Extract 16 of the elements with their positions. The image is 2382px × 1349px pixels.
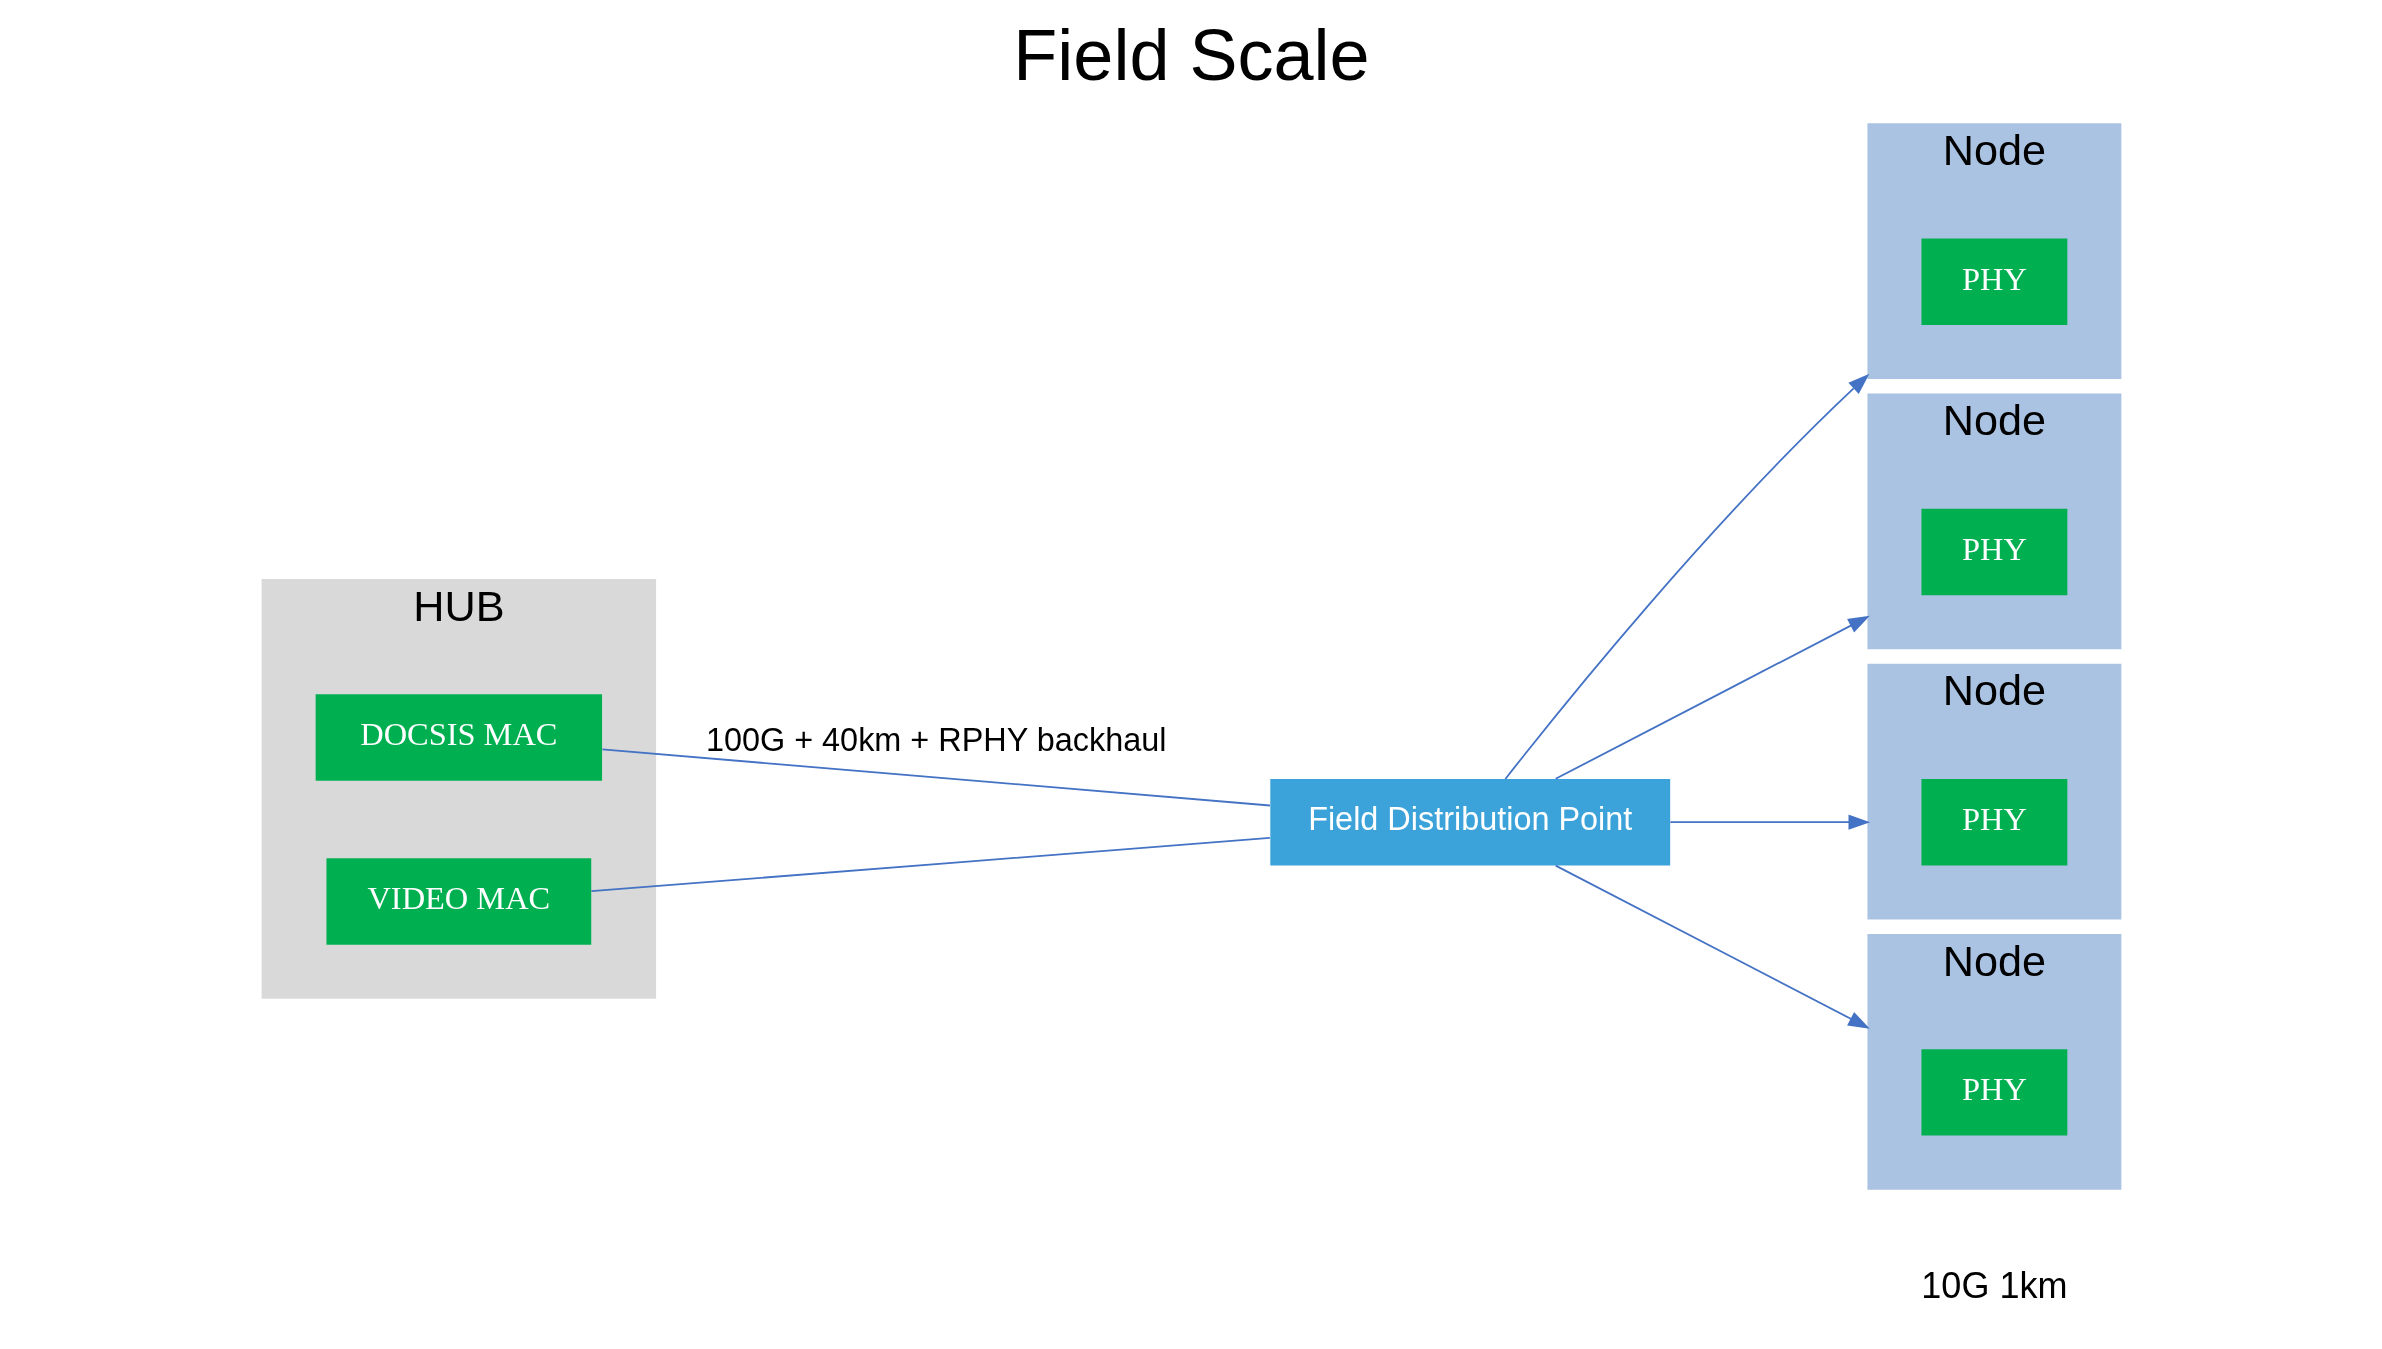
node-box: PHY (1920, 1049, 2067, 1136)
node-box: VIDEO MAC (325, 858, 591, 945)
node-box: Field Distribution Point (1269, 778, 1670, 866)
arrow (1554, 615, 1870, 780)
arrow (1668, 814, 1870, 830)
connector (600, 748, 1271, 807)
node-box: PHY (1920, 778, 2067, 866)
edge-label: 100G + 40km + RPHY backhaul (705, 721, 1166, 758)
node-box: PHY (1920, 238, 2067, 326)
node-box: DOCSIS MAC (315, 694, 602, 781)
node-box: PHY (1920, 508, 2067, 596)
label: 10G 1km (1920, 1264, 2067, 1306)
connector (589, 836, 1271, 893)
diagram-title: Field Scale (1012, 15, 1370, 96)
arrow (1504, 373, 1869, 780)
arrow (1554, 864, 1870, 1029)
